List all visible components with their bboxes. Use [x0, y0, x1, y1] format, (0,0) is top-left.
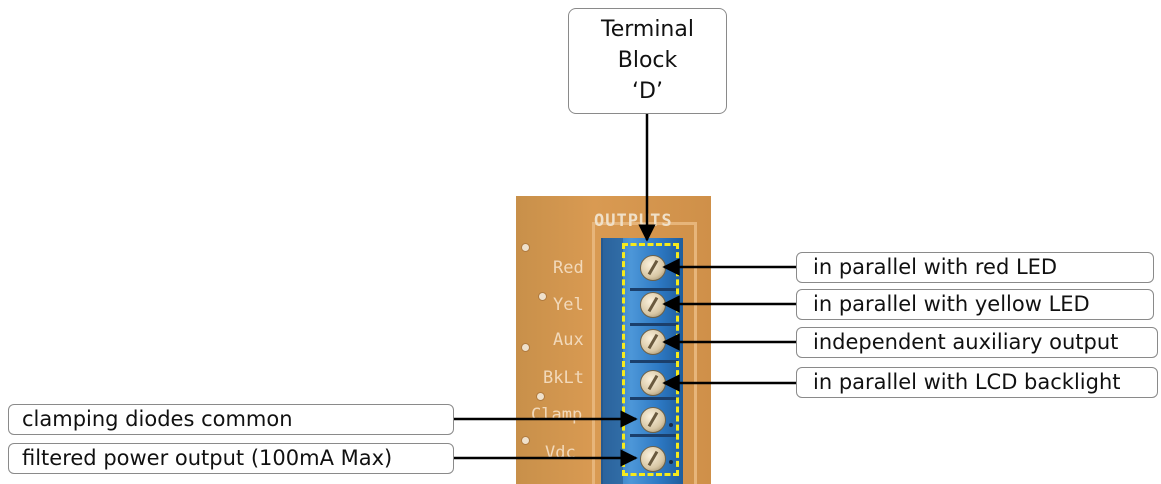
- callout-backlight-text: in parallel with LCD backlight: [813, 370, 1121, 394]
- callout-aux-text: independent auxiliary output: [813, 330, 1119, 354]
- pin-label-red: Red: [553, 258, 584, 278]
- mounting-hole: [536, 392, 545, 401]
- screw-terminal-clamp: [640, 407, 666, 433]
- terminal-block-shadow: [601, 238, 623, 484]
- mounting-hole: [521, 243, 530, 252]
- screw-terminal-vdc: [640, 446, 666, 472]
- mounting-hole: [521, 343, 530, 352]
- callout-vdc-text: filtered power output (100mA Max): [22, 446, 393, 470]
- terminal-dot: [669, 423, 673, 427]
- callout-yellow-text: in parallel with yellow LED: [813, 292, 1090, 316]
- callout-yellow: in parallel with yellow LED: [796, 289, 1154, 320]
- terminal-separator: [630, 397, 678, 400]
- pin-label-yel: Yel: [553, 295, 584, 315]
- title-line-1: Terminal: [601, 17, 694, 42]
- callout-clamp: clamping diodes common: [8, 404, 454, 435]
- pin-label-aux: Aux: [553, 330, 584, 350]
- title-box: Terminal Block ‘D’: [568, 8, 727, 114]
- callout-red: in parallel with red LED: [796, 252, 1154, 283]
- title-line-3: ‘D’: [632, 79, 663, 104]
- terminal-separator: [630, 288, 678, 291]
- highlight-dashed-box: [622, 243, 679, 476]
- callout-vdc: filtered power output (100mA Max): [8, 443, 454, 474]
- callout-backlight: in parallel with LCD backlight: [796, 367, 1158, 398]
- pin-label-bklt: BkLt: [543, 368, 584, 388]
- mounting-hole: [538, 292, 547, 301]
- terminal-separator: [630, 434, 678, 437]
- callout-clamp-text: clamping diodes common: [22, 407, 293, 431]
- title-line-2: Block: [617, 48, 678, 73]
- callout-red-text: in parallel with red LED: [813, 255, 1058, 279]
- terminal-separator: [630, 323, 678, 326]
- terminal-dot: [669, 460, 673, 464]
- terminal-separator: [630, 360, 678, 363]
- callout-aux: independent auxiliary output: [796, 327, 1158, 358]
- mounting-hole: [521, 436, 530, 445]
